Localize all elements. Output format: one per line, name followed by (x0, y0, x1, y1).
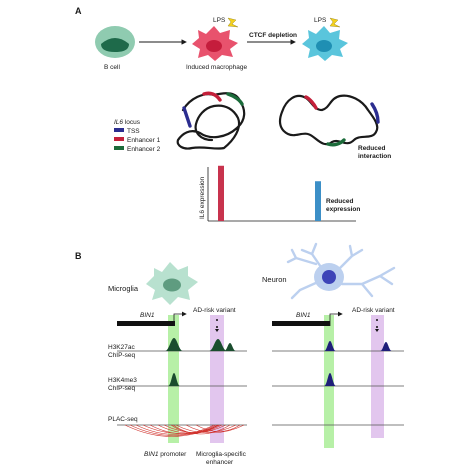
plac-seq-arcs (124, 424, 245, 437)
chart-bars (218, 165, 321, 221)
h3k4me3-line-2: ChIP-seq (108, 385, 135, 392)
locus-legend: TSS Enhancer 1 Enhancer 2 (114, 128, 161, 153)
promoter-label: BIN1 promoter (144, 451, 187, 458)
reduced-interaction-line-2: interaction (358, 153, 391, 160)
neuron-body (314, 263, 344, 291)
enhancer-highlight-left (210, 315, 224, 443)
enhancer-line-1: Microglia-specific (196, 451, 247, 458)
macrophage-label: Induced macrophage (186, 64, 247, 71)
gene-label-left: BIN1 (140, 312, 155, 319)
chart-y-label: IL6 expression (199, 176, 206, 219)
expression-chart: IL6 expression (199, 165, 356, 222)
expression-bar-2 (315, 181, 321, 221)
b-cell-label: B cell (104, 64, 120, 71)
legend-swatch-enh2 (114, 146, 124, 150)
expression-bar-1 (218, 165, 224, 221)
reduced-expression-line-2: expression (326, 206, 360, 213)
panel-b-letter: B (75, 251, 82, 261)
h3k27ac-peak-promoter-left (165, 338, 183, 351)
tss-arrow-left (173, 311, 187, 326)
enhancer-label: Microglia-specific enhancer (196, 451, 248, 466)
reduced-interaction-line-1: Reduced (358, 145, 385, 152)
panel-a-letter: A (75, 6, 82, 16)
lps-label-2: LPS (314, 17, 327, 24)
h3k27ac-label: H3K27ac ChIP-seq (108, 344, 137, 359)
legend-swatch-enh1 (114, 137, 124, 141)
h3k4me3-label: H3K4me3 ChIP-seq (108, 377, 139, 392)
legend-swatch-tss (114, 128, 124, 132)
neuron-label: Neuron (262, 275, 287, 284)
plac-seq-label: PLAC-seq (108, 416, 138, 423)
enhancer-highlight-right (371, 315, 384, 438)
variant-marker-right (375, 319, 379, 332)
h3k27ac-line-1: H3K27ac (108, 344, 135, 351)
variant-marker-left (215, 319, 219, 332)
gene-bar-left (117, 321, 175, 326)
locus-title: IL6 locus (114, 119, 141, 126)
lightning-icon (227, 17, 239, 28)
depleted-macrophage-icon (302, 26, 348, 61)
promoter-gene: BIN1 (144, 451, 159, 458)
reduced-interaction-label: Reduced interaction (358, 145, 391, 160)
h3k27ac-peak-promoter-right (324, 341, 336, 351)
ctcf-label: CTCF depletion (249, 32, 297, 39)
h3k4me3-peak-left (168, 373, 180, 386)
locus-suffix: locus (123, 119, 141, 126)
gene-bar-right (272, 321, 330, 326)
b-cell-icon (95, 26, 135, 58)
h3k27ac-line-2: ChIP-seq (108, 352, 135, 359)
reduced-expression-line-1: Reduced (326, 198, 353, 205)
reduced-expression-label: Reduced expression (326, 198, 360, 213)
h3k27ac-peak-enhancer-left (209, 339, 227, 351)
tss-arrow-right (329, 311, 343, 326)
h3k4me3-peak-right (324, 373, 336, 386)
gene-label-right: BIN1 (296, 312, 311, 319)
enhancer-line-2: enhancer (206, 459, 234, 466)
chromatin-loop-wildtype (176, 91, 246, 150)
macrophage-icon (192, 26, 238, 61)
legend-enhancer-1: Enhancer 1 (127, 137, 161, 144)
h3k27ac-peak-variant-right (380, 342, 392, 351)
locus-gene: IL6 (114, 119, 123, 126)
microglia-label: Microglia (108, 284, 139, 293)
variant-label-left: AD-risk variant (193, 307, 236, 314)
neuron-icon (286, 242, 396, 300)
h3k27ac-peak-enhancer-left-small (224, 343, 236, 351)
variant-label-right: AD-risk variant (352, 307, 395, 314)
h3k4me3-line-1: H3K4me3 (108, 377, 137, 384)
lps-label-1: LPS (213, 17, 226, 24)
lightning-icon (329, 17, 341, 28)
legend-tss: TSS (127, 128, 140, 135)
legend-enhancer-2: Enhancer 2 (127, 146, 161, 153)
microglia-icon (146, 262, 198, 305)
chromatin-loop-depleted (278, 94, 380, 147)
promoter-suffix: promoter (158, 451, 187, 458)
